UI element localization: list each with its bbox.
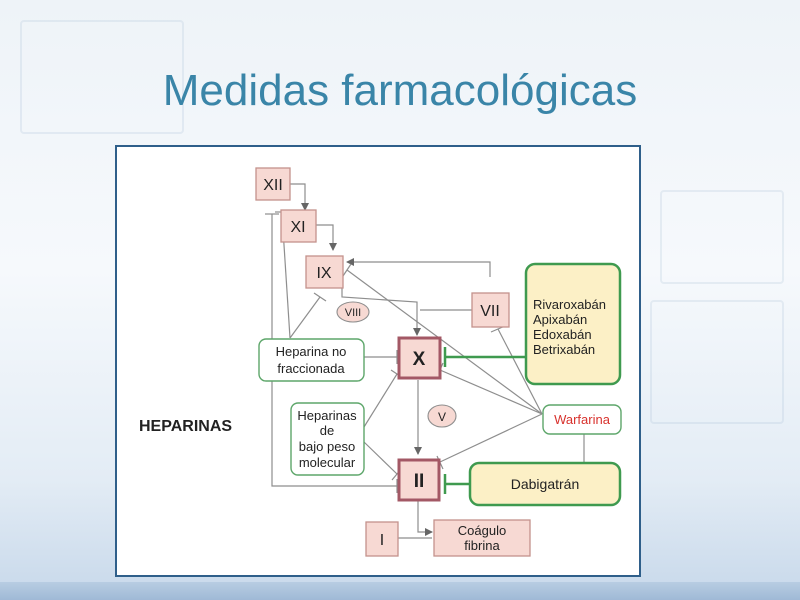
hnf-label-line1: Heparina no — [276, 344, 347, 359]
coagulation-diagram: XII XI IX VII VIII X V II — [139, 167, 622, 557]
dabigatran-label: Dabigatrán — [511, 476, 580, 492]
drug-inhibitions — [443, 347, 526, 494]
factor-i-label: I — [380, 532, 384, 549]
fibrin-clot-label-line1: Coágulo — [458, 523, 506, 538]
hbpm-label-line2: de — [320, 423, 334, 438]
factor-ix-label: IX — [316, 265, 331, 282]
xa-inhibitors-node: Rivaroxabán Apixabán Edoxabán Betrixabán — [524, 262, 622, 386]
factor-xii-node: XII — [255, 167, 291, 201]
factor-xi-node: XI — [280, 209, 317, 243]
factor-vii-label: VII — [480, 303, 500, 320]
factor-xi-label: XI — [290, 219, 305, 236]
hnf-node: Heparina no fraccionada — [258, 338, 365, 382]
factor-v-node: V — [427, 404, 457, 428]
dabigatran-node: Dabigatrán — [468, 461, 622, 507]
factor-x-label: X — [413, 349, 426, 370]
diagram-panel: XII XI IX VII VIII X V II — [115, 145, 641, 577]
factor-x-node: X — [397, 336, 442, 380]
drug-edoxaban: Edoxabán — [533, 327, 592, 342]
factor-i-node: I — [365, 521, 399, 557]
warfarina-node: Warfarina — [542, 404, 622, 435]
hbpm-label-line3: bajo peso — [299, 439, 355, 454]
footer-band — [0, 582, 800, 600]
fibrin-clot-label-line2: fibrina — [464, 538, 500, 553]
factor-ii-node: II — [397, 458, 441, 502]
factor-xii-label: XII — [263, 177, 283, 194]
background-decoration — [660, 190, 784, 284]
factor-vii-node: VII — [471, 292, 510, 328]
background-decoration — [650, 300, 784, 424]
background-decoration — [20, 20, 184, 134]
factor-v-label: V — [438, 410, 446, 424]
factor-viii-node: VIII — [336, 301, 370, 323]
warfarina-label: Warfarina — [554, 412, 611, 427]
drug-betrixaban: Betrixabán — [533, 342, 595, 357]
factor-ii-label: II — [414, 471, 425, 492]
hbpm-label-line4: molecular — [299, 455, 356, 470]
hbpm-label-line1: Heparinas — [297, 408, 357, 423]
factor-ix-node: IX — [305, 255, 344, 289]
factor-viii-label: VIII — [345, 307, 362, 319]
fibrin-clot-node: Coágulo fibrina — [433, 519, 531, 557]
drug-apixaban: Apixabán — [533, 312, 587, 327]
slide-title: Medidas farmacológicas — [162, 66, 638, 115]
heparinas-heading: HEPARINAS — [139, 418, 232, 435]
hbpm-node: Heparinas de bajo peso molecular — [290, 402, 365, 476]
hnf-label-line2: fraccionada — [277, 361, 345, 376]
drug-rivaroxaban: Rivaroxabán — [533, 297, 606, 312]
